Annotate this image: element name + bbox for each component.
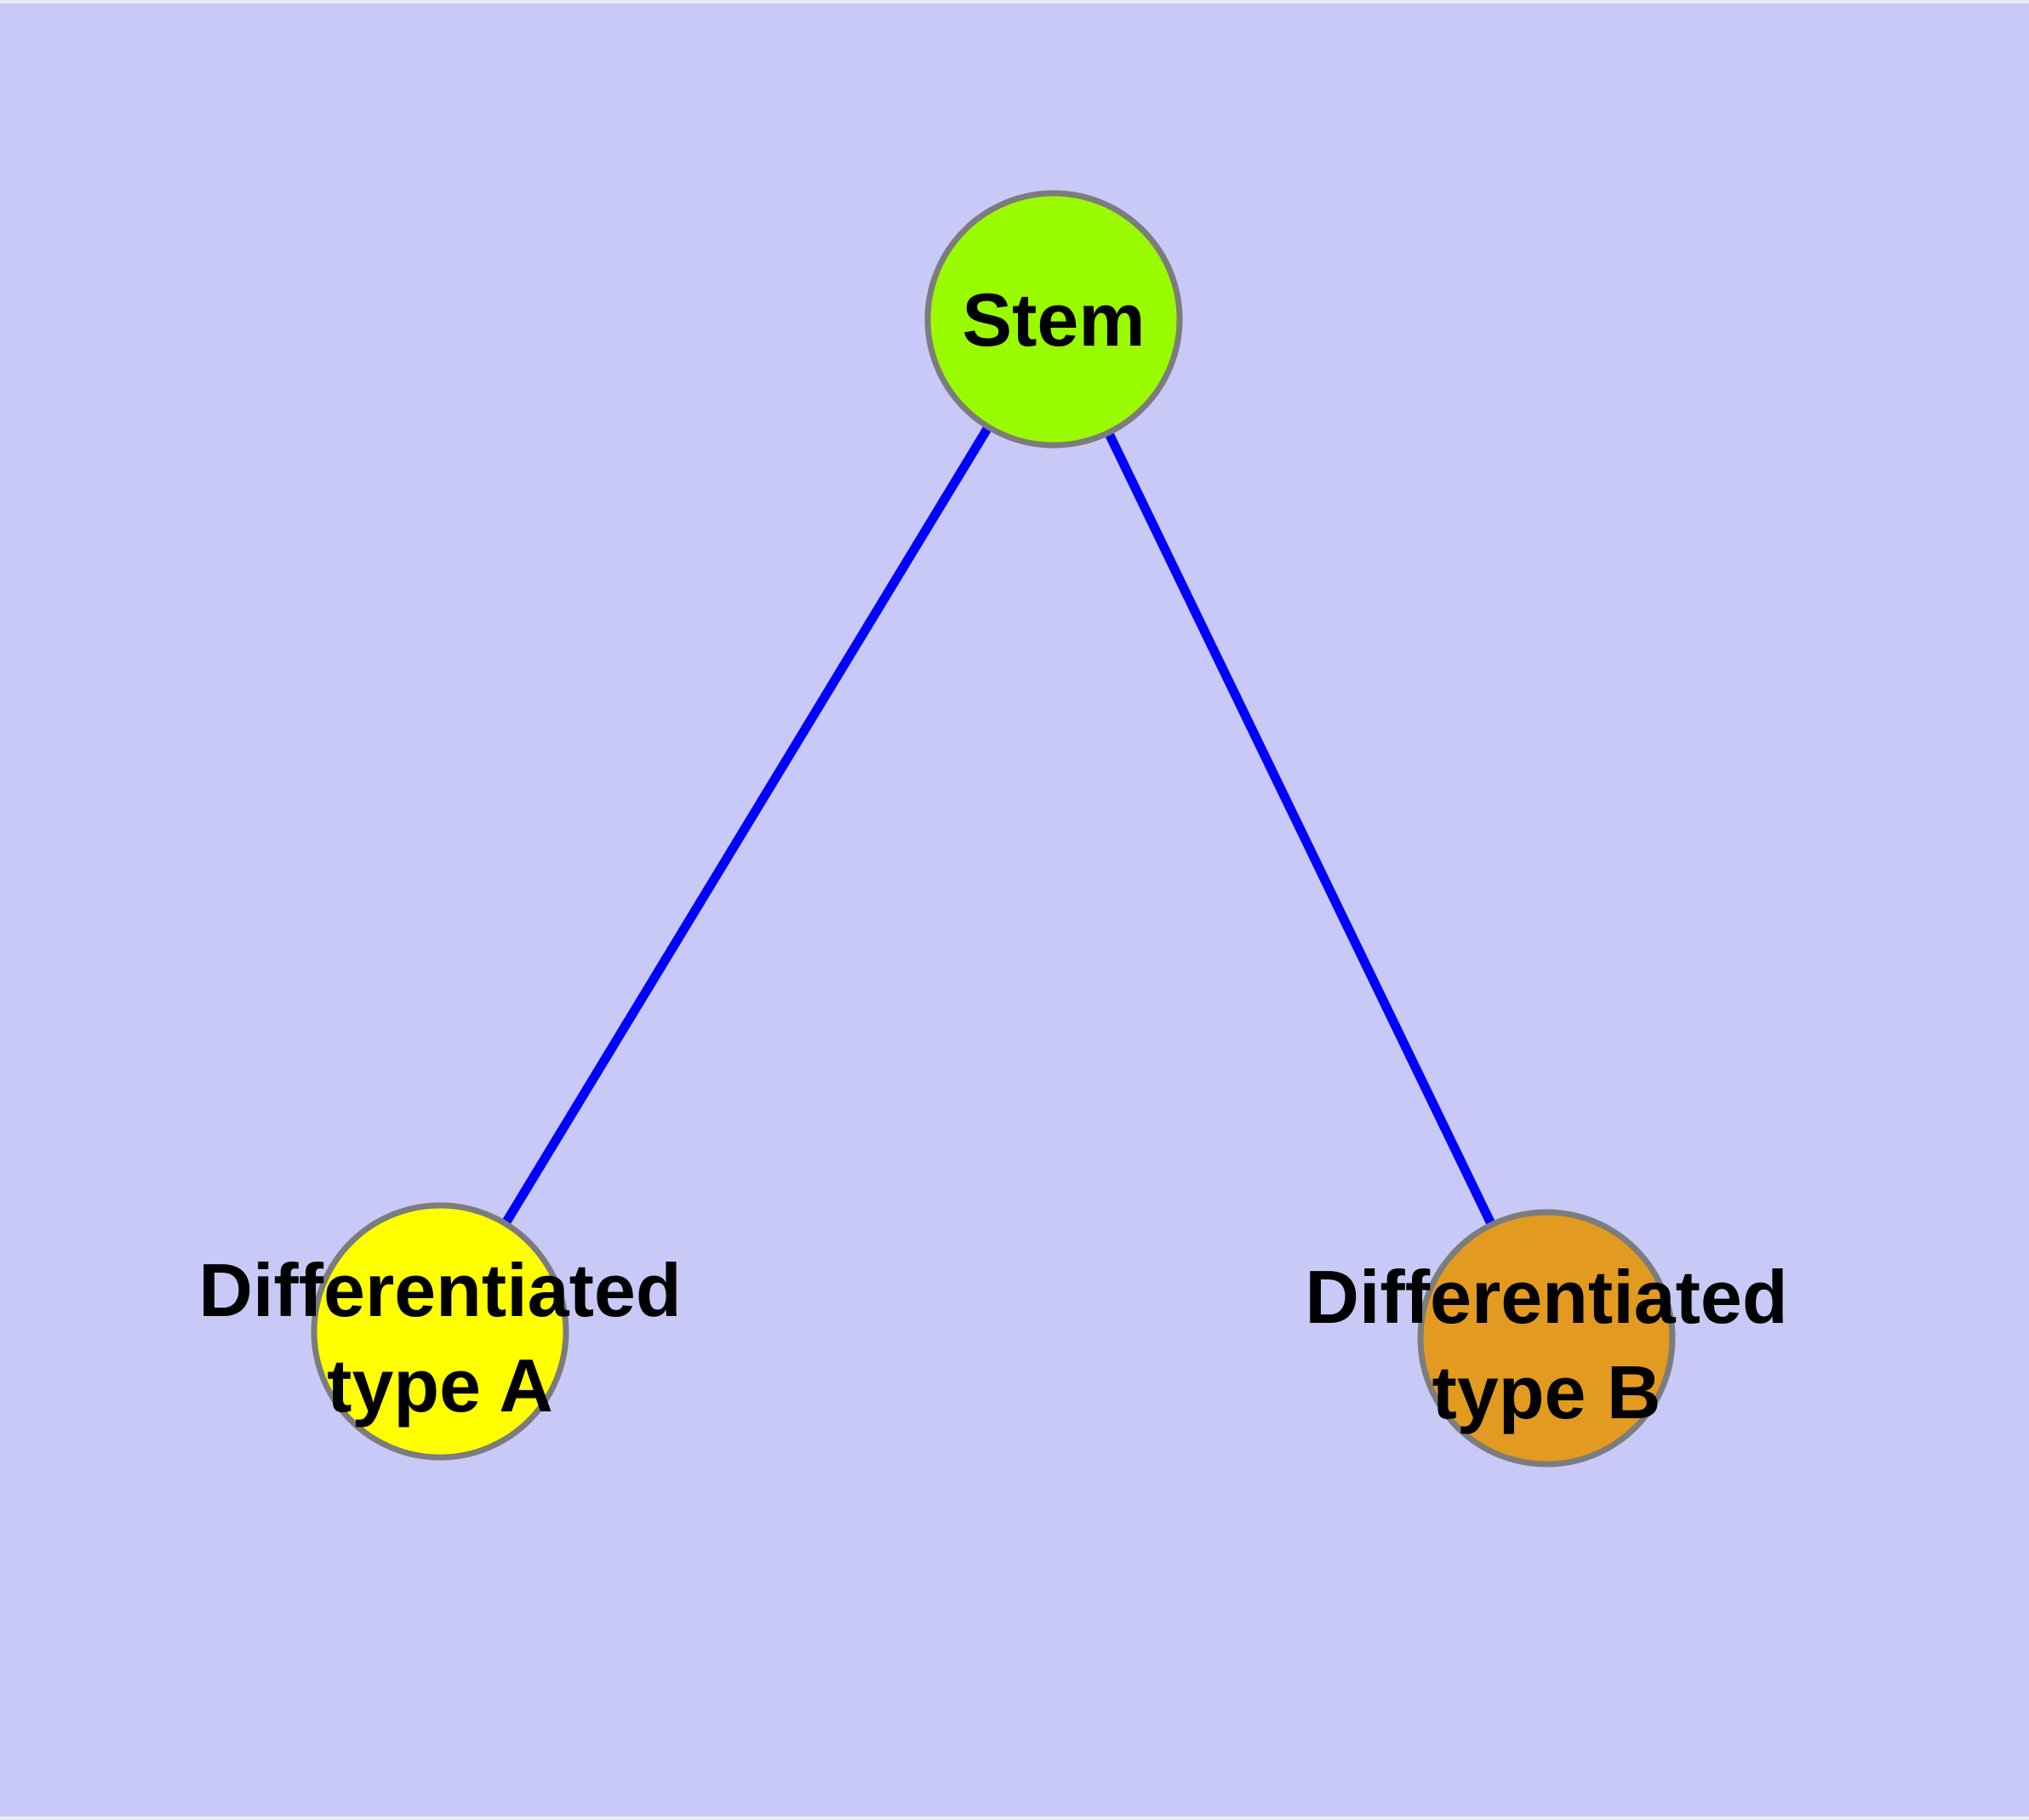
bottom-frame-strip	[0, 1817, 2029, 1820]
node-stem	[924, 190, 1183, 449]
edge-stem-to-type-b	[1049, 317, 1551, 1341]
node-stem-label: Stem	[962, 278, 1145, 362]
node-type-a-label-line-1: Differentiated	[198, 1248, 681, 1332]
node-type-a-label-line-2: type A	[327, 1343, 553, 1428]
top-frame-strip	[0, 0, 2029, 3]
node-type-b-label-line-1: Differentiated	[1305, 1255, 1787, 1339]
node-type-b-label-line-2: type B	[1432, 1350, 1661, 1434]
node-differentiated-type-a	[311, 1202, 569, 1461]
edge-stem-to-type-a	[436, 317, 1058, 1334]
node-differentiated-type-b	[1417, 1209, 1676, 1468]
